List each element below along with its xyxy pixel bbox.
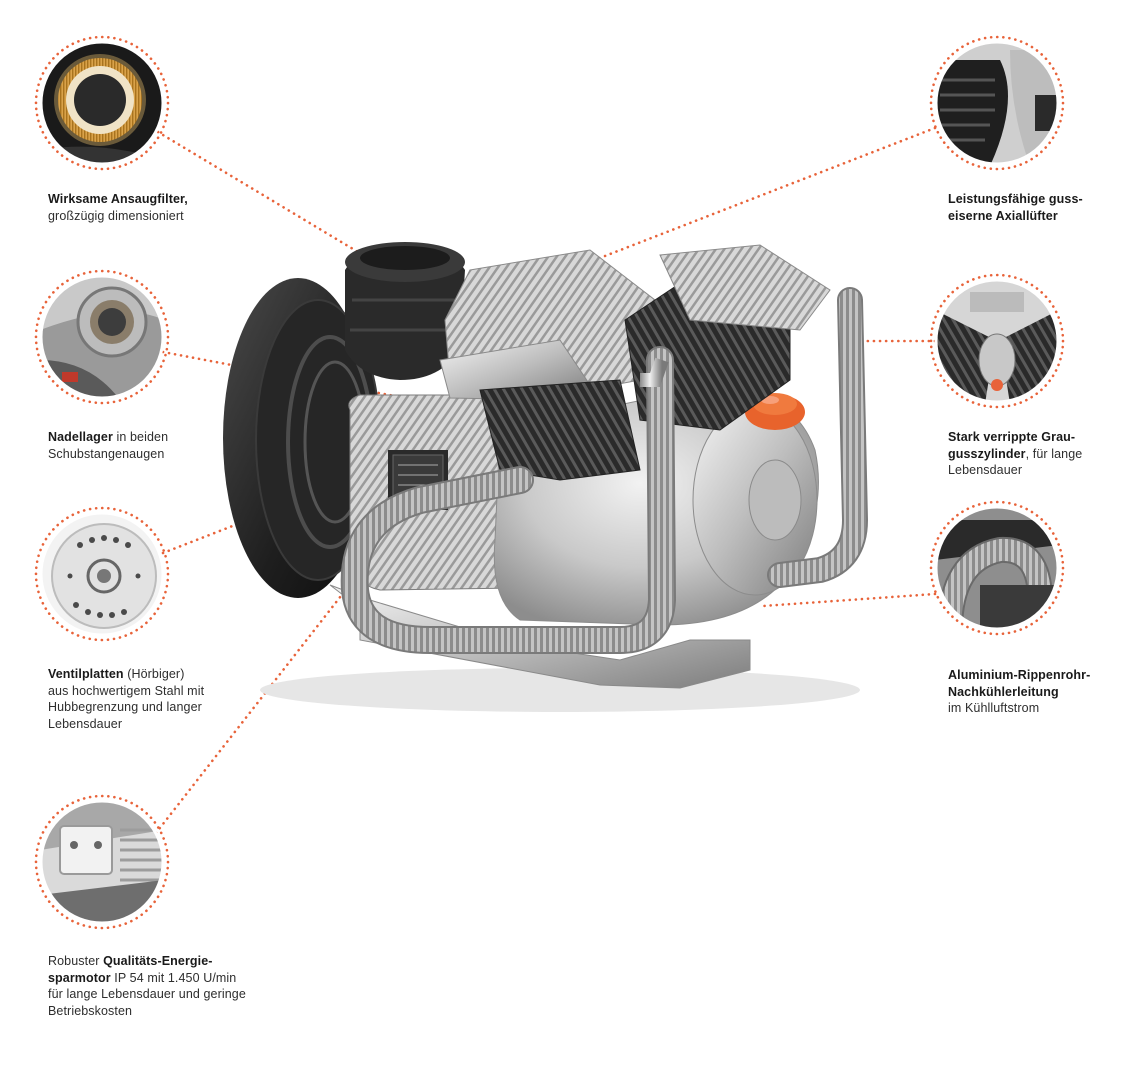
caption-axial-fan-title-2: eiserne Axiallüfter [948, 208, 1058, 223]
caption-needle-bearing: Nadellager in beiden Schubstangenaugen [48, 429, 168, 462]
caption-intake-filter-title: Wirksame Ansaugfilter, [48, 192, 188, 206]
caption-valve-plates-text-4: Lebensdauer [48, 716, 123, 731]
caption-cylinder-title-1: Stark verrippte Grau- [948, 430, 1076, 444]
caption-aftercooler-title-1: Aluminium-Rippenrohr- [948, 668, 1091, 682]
detail-circle-aftercooler [929, 500, 1065, 636]
caption-cylinder-text-2: Lebensdauer [948, 463, 1023, 477]
leader-line-aftercooler [761, 592, 937, 608]
caption-aftercooler-text-1: im Kühlluftstrom [948, 701, 1040, 715]
leader-line-intake-filter [156, 130, 390, 272]
caption-motor-text-4: Betriebskosten [48, 1003, 133, 1018]
caption-needle-bearing-text-2: Schubstangenaugen [48, 446, 165, 461]
caption-axial-fan: Leistungsfähige guss- eiserne Axiallüfte… [948, 191, 1083, 224]
caption-needle-bearing-title: Nadellager [48, 430, 113, 444]
caption-valve-plates-title: Ventilplatten [48, 667, 124, 681]
caption-cylinder-text-1: , für lange [1025, 446, 1083, 461]
caption-axial-fan-title-1: Leistungsfähige guss- [948, 192, 1083, 206]
caption-valve-plates-text-2: aus hochwertigem Stahl mit [48, 683, 205, 698]
caption-motor-text-2: IP 54 mit 1.450 U/min [110, 970, 237, 985]
detail-circle-axial-fan [929, 35, 1065, 171]
caption-motor: Robuster Qualitäts-Energie- sparmotor IP… [48, 953, 246, 1019]
caption-intake-filter: Wirksame Ansaugfilter, großzügig dimensi… [48, 191, 188, 224]
aftercooler-pipes [340, 287, 869, 654]
fan-cover [223, 278, 381, 598]
detail-circle-cylinder [929, 273, 1065, 409]
caption-cylinder: Stark verrippte Grau- gusszylinder, für … [948, 429, 1082, 479]
caption-motor-text-3: für lange Lebensdauer und geringe [48, 987, 246, 1001]
caption-needle-bearing-text-1: in beiden [112, 430, 169, 444]
detail-circle-motor [34, 794, 170, 930]
caption-aftercooler: Aluminium-Rippenrohr- Nachkühlerleitung … [948, 667, 1090, 717]
caption-aftercooler-title-2: Nachkühlerleitung [948, 684, 1059, 699]
caption-valve-plates-text-1: (Hörbiger) [123, 667, 185, 681]
caption-motor-text-1: Robuster [48, 954, 104, 968]
compressor-unit [223, 242, 869, 712]
intake-filter-housing [345, 242, 465, 380]
caption-valve-plates-text-3: Hubbegrenzung und langer [48, 700, 202, 714]
caption-valve-plates: Ventilplatten (Hörbiger) aus hochwertige… [48, 666, 204, 732]
cylinder-head-left [439, 249, 656, 401]
caption-motor-title-2: sparmotor [48, 970, 111, 985]
caption-motor-title-1: Qualitäts-Energie- [103, 954, 213, 968]
caption-cylinder-title-2: gusszylinder [948, 446, 1026, 461]
detail-circle-needle-bearing [34, 269, 170, 405]
detail-circle-intake-filter [34, 35, 170, 171]
detail-circle-valve-plates [34, 506, 170, 642]
caption-intake-filter-text: großzügig dimensioniert [48, 208, 184, 223]
